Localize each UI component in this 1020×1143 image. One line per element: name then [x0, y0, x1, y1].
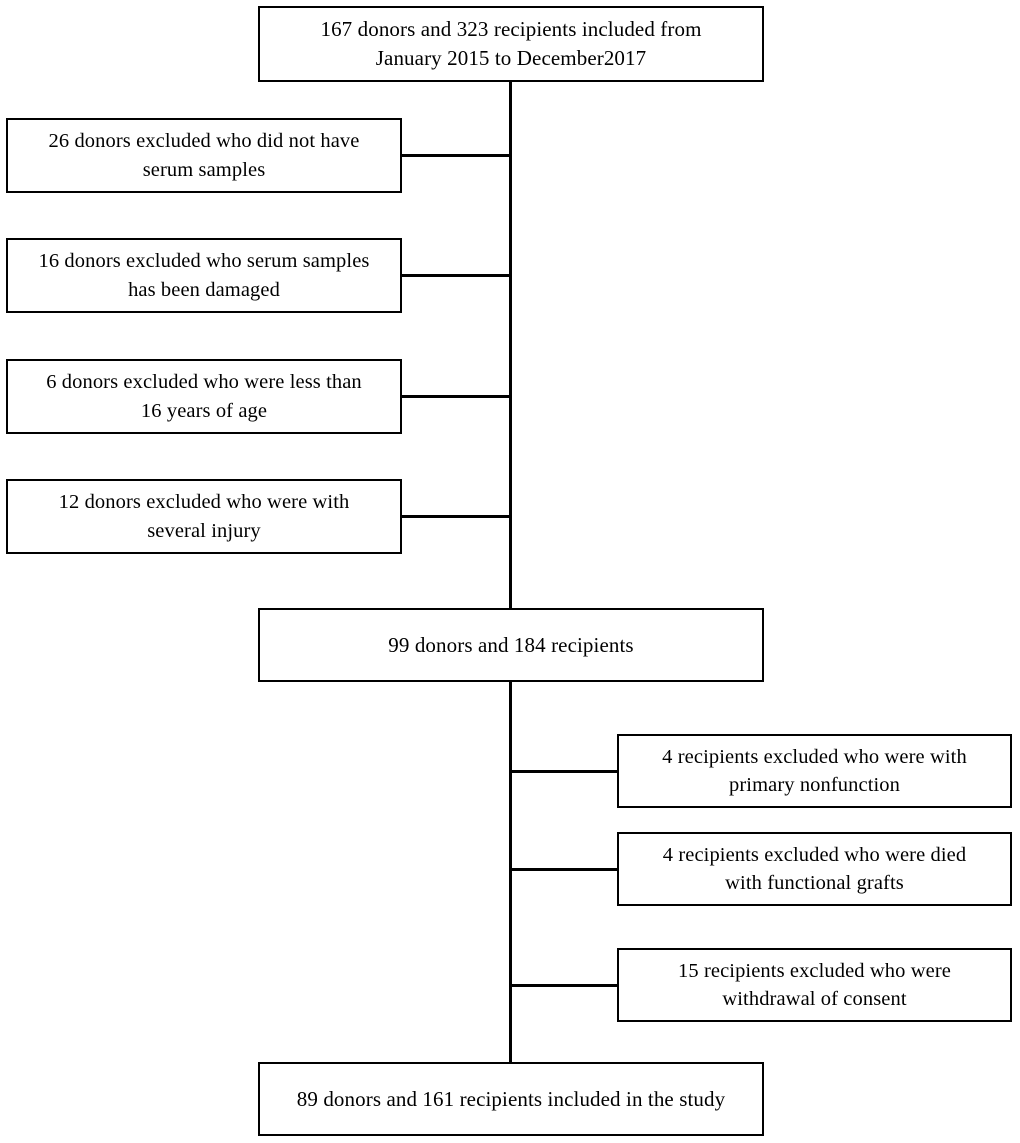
- node-donor-exclusion-2-label: 16 donors excluded who serum samples has…: [38, 250, 370, 301]
- node-recipient-exclusion-2-label: 4 recipients excluded who were died with…: [662, 843, 967, 894]
- node-recipient-exclusion-1: 4 recipients excluded who were with prim…: [617, 734, 1012, 808]
- connector-donor-exclusion-3: [402, 395, 512, 398]
- node-donor-exclusion-3: 6 donors excluded who were less than 16 …: [6, 359, 402, 434]
- node-donor-exclusion-1: 26 donors excluded who did not have seru…: [6, 118, 402, 193]
- node-donor-exclusion-4: 12 donors excluded who were with several…: [6, 479, 402, 554]
- connector-recipient-exclusion-1: [509, 770, 619, 773]
- node-final-study-population: 89 donors and 161 recipients included in…: [258, 1062, 764, 1136]
- node-enrolled-population: 167 donors and 323 recipients included f…: [258, 6, 764, 82]
- node-recipient-exclusion-2: 4 recipients excluded who were died with…: [617, 832, 1012, 906]
- node-recipient-exclusion-3-label: 15 recipients excluded who were withdraw…: [678, 959, 951, 1010]
- trunk-line-upper: [509, 80, 512, 610]
- connector-donor-exclusion-1: [402, 154, 512, 157]
- node-final-study-population-label: 89 donors and 161 recipients included in…: [296, 1086, 726, 1111]
- node-enrolled-population-label: 167 donors and 323 recipients included f…: [320, 17, 702, 70]
- connector-recipient-exclusion-2: [509, 868, 619, 871]
- node-remaining-population-label: 99 donors and 184 recipients: [388, 632, 634, 657]
- node-remaining-population: 99 donors and 184 recipients: [258, 608, 764, 682]
- connector-donor-exclusion-2: [402, 274, 512, 277]
- node-donor-exclusion-1-label: 26 donors excluded who did not have seru…: [48, 130, 360, 181]
- node-recipient-exclusion-1-label: 4 recipients excluded who were with prim…: [662, 745, 967, 796]
- connector-donor-exclusion-4: [402, 515, 512, 518]
- trunk-line-lower: [509, 679, 512, 1064]
- node-recipient-exclusion-3: 15 recipients excluded who were withdraw…: [617, 948, 1012, 1022]
- connector-recipient-exclusion-3: [509, 984, 619, 987]
- node-donor-exclusion-3-label: 6 donors excluded who were less than 16 …: [46, 371, 362, 422]
- node-donor-exclusion-2: 16 donors excluded who serum samples has…: [6, 238, 402, 313]
- node-donor-exclusion-4-label: 12 donors excluded who were with several…: [58, 491, 350, 542]
